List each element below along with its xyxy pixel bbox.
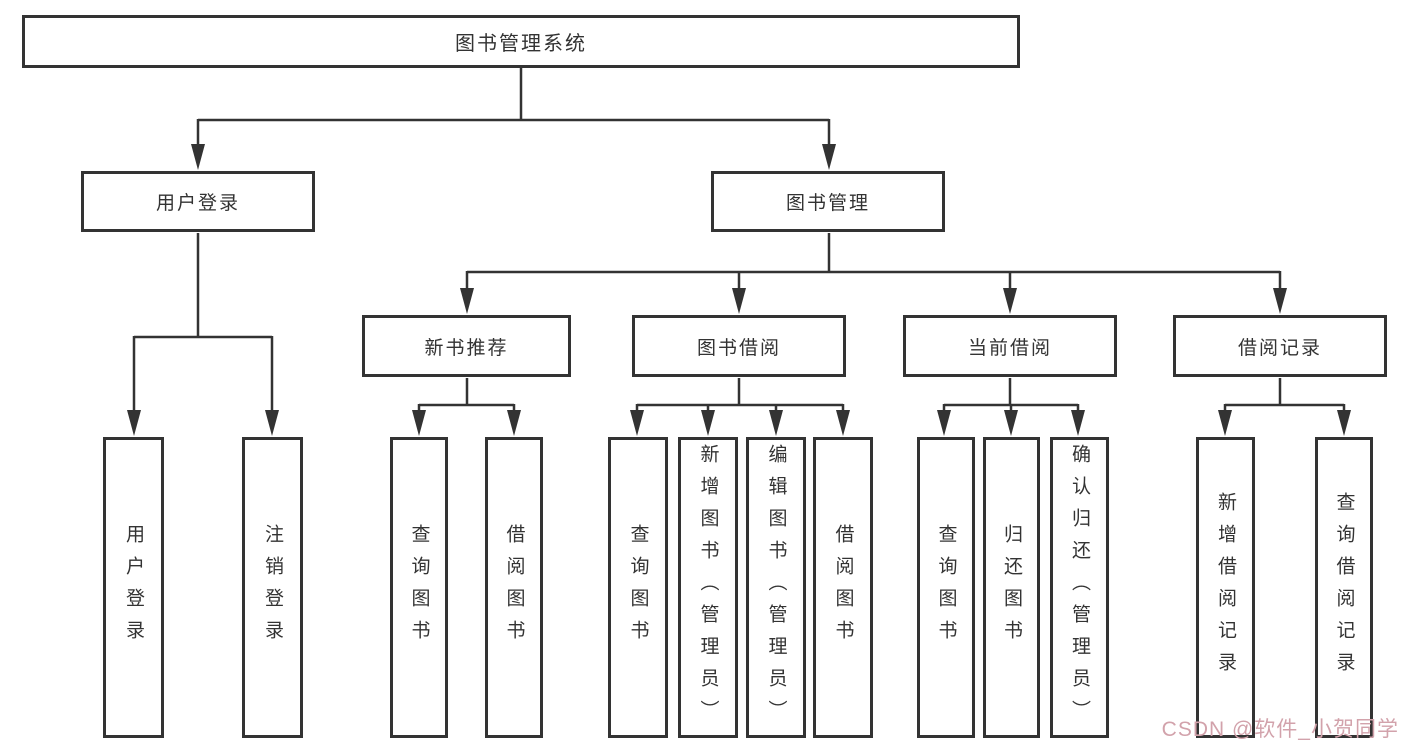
leaf-query-borrow-record: 查询借阅记录 (1315, 437, 1373, 738)
node-current-borrow: 当前借阅 (903, 315, 1117, 377)
leaf-query-books-recommend: 查询图书 (390, 437, 448, 738)
node-user-login: 用户登录 (81, 171, 315, 232)
node-book-borrow: 图书借阅 (632, 315, 846, 377)
connector-new-book-recommend-children (417, 378, 516, 414)
node-label: 查询图书 (627, 523, 649, 652)
node-label: 图书管理 (785, 193, 870, 214)
node-new-book-recommend: 新书推荐 (362, 315, 571, 377)
leaf-query-books-current: 查询图书 (917, 437, 975, 738)
node-label: 注销登录 (262, 523, 283, 652)
connector-book-borrow-children (635, 378, 845, 414)
node-label: 新增图书（管理员） (697, 443, 719, 732)
node-label: 用户登录 (123, 523, 144, 652)
arrowheads (127, 144, 1351, 436)
node-label: 新增借阅记录 (1215, 491, 1236, 684)
node-label: 查询图书 (935, 523, 957, 652)
connector-current-borrow-children (942, 378, 1080, 414)
node-label: 当前借阅 (967, 337, 1052, 359)
node-label: 查询借阅记录 (1333, 491, 1355, 684)
leaf-return-books: 归还图书 (983, 437, 1040, 738)
leaf-add-borrow-record: 新增借阅记录 (1196, 437, 1255, 738)
leaf-query-books-borrow: 查询图书 (608, 437, 668, 738)
node-book-management: 图书管理 (711, 171, 945, 232)
connector-root-children (196, 68, 831, 148)
leaf-add-book-admin: 新增图书（管理员） (678, 437, 738, 738)
leaf-borrow-books-recommend: 借阅图书 (485, 437, 543, 738)
node-label: 借阅记录 (1237, 337, 1322, 359)
node-label: 查询图书 (408, 523, 430, 652)
node-label: 图书借阅 (696, 337, 781, 359)
leaf-logout: 注销登录 (242, 437, 303, 738)
node-label: 归还图书 (1001, 523, 1022, 652)
node-label: 借阅图书 (503, 523, 525, 652)
leaf-borrow-books: 借阅图书 (813, 437, 873, 738)
leaf-edit-book-admin: 编辑图书（管理员） (746, 437, 806, 738)
node-label: 图书管理系统 (455, 33, 587, 55)
leaf-confirm-return-admin: 确认归还（管理员） (1050, 437, 1109, 738)
leaf-user-login: 用户登录 (103, 437, 164, 738)
connector-user-login-children (132, 233, 274, 414)
node-root: 图书管理系统 (22, 15, 1020, 68)
node-label: 用户登录 (155, 193, 240, 214)
node-label: 确认归还（管理员） (1069, 443, 1090, 732)
node-label: 新书推荐 (424, 337, 509, 359)
csdn-watermark: CSDN @软件_小贺同学 (1161, 718, 1399, 741)
node-label: 借阅图书 (832, 523, 854, 652)
node-borrow-records: 借阅记录 (1173, 315, 1387, 377)
connector-borrow-records-children (1223, 378, 1346, 414)
node-label: 编辑图书（管理员） (765, 443, 787, 732)
connector-book-management-children (465, 233, 1282, 292)
